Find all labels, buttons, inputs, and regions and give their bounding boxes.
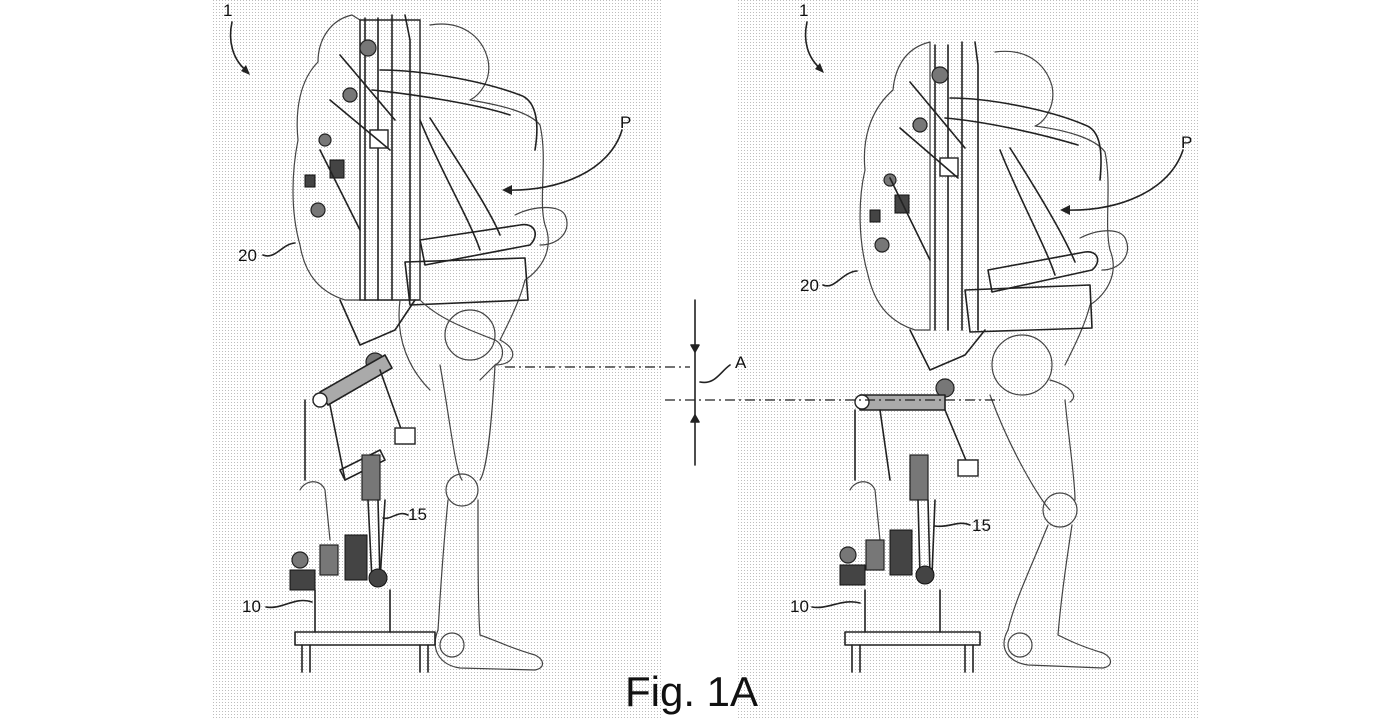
right-ref-actuator-label: 15: [972, 516, 991, 535]
right-ref-back-unit-label: 20: [800, 276, 819, 295]
left-exoskeleton-drawing: [289, 14, 690, 673]
left-ref-device-label: 1: [223, 1, 232, 20]
left-ref-person-label: P: [620, 113, 631, 132]
left-ref-back-unit-label: 20: [238, 246, 257, 265]
left-panel-background: [213, 0, 661, 718]
right-exoskeleton-drawing: [665, 41, 1129, 673]
dimension-a-label: A: [735, 353, 747, 372]
left-ref-actuator-label: 15: [408, 505, 427, 524]
left-ref-base-label: 10: [242, 597, 261, 616]
right-ref-device-label: 1: [799, 1, 808, 20]
left-leaders: [229, 21, 623, 609]
dimension-a-marker: [690, 299, 731, 466]
right-ref-person-label: P: [1181, 133, 1192, 152]
figure-caption: Fig. 1A: [625, 668, 758, 715]
right-panel-background: [736, 0, 1200, 718]
right-ref-base-label: 10: [790, 597, 809, 616]
right-leaders: [804, 21, 1184, 609]
